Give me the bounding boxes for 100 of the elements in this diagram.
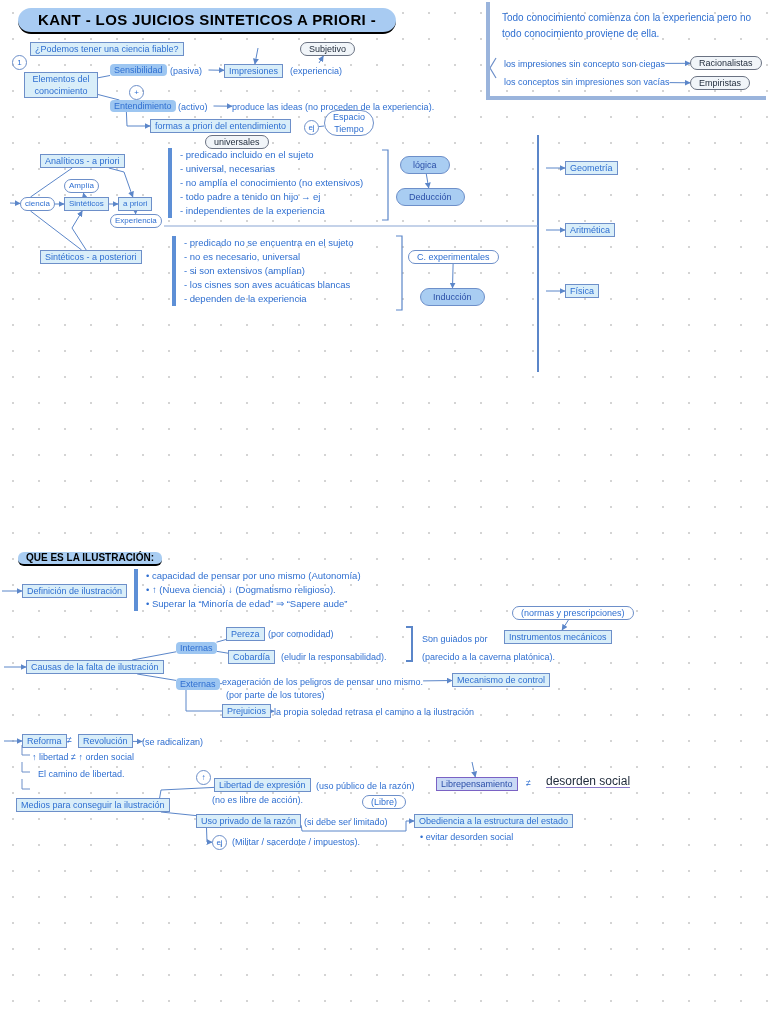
concept-box: Prejuicios <box>222 704 271 718</box>
arrow <box>9 200 21 207</box>
arrow <box>108 201 119 207</box>
oval-tag: ciencia <box>20 197 55 211</box>
arrow <box>206 827 213 845</box>
connector-line <box>97 94 120 101</box>
highlighted-tag: Entendimiento <box>110 100 176 112</box>
oval-tag: Experiencia <box>110 214 162 228</box>
concept-box: Aritmética <box>565 223 615 237</box>
note-text: Son guiados por <box>422 633 488 645</box>
concept-box: Uso privado de la razón <box>196 814 302 828</box>
note-text: los impresiones sin concepto son ciegas <box>504 58 666 70</box>
highlighted-tag: Sensibilidad <box>110 64 167 76</box>
side-note: (pasiva) <box>170 65 202 77</box>
arrow <box>71 210 87 251</box>
connector-line <box>136 673 177 681</box>
concept-box: ¿Podemos tener una ciencia fiable? <box>30 42 184 56</box>
oval-tag: Racionalistas <box>690 56 762 70</box>
arrow <box>669 79 691 86</box>
connector-line <box>131 651 177 661</box>
tag-text: Tiempo <box>334 123 364 135</box>
side-note: (experiencia) <box>290 65 343 77</box>
list-item-text: - todo padre a tenido un hijo → ej <box>180 190 322 204</box>
connector-line <box>219 683 223 685</box>
oval-tag: Amplía <box>64 179 99 193</box>
arrow <box>253 47 259 65</box>
arrow <box>3 738 23 744</box>
title-banner: KANT - LOS JUICIOS SINTETICOS A PRIORI - <box>18 8 397 34</box>
concept-box: Analíticos - a priori <box>40 154 125 168</box>
oval-tag: C. experimentales <box>408 250 499 264</box>
note-text: la propia soledad retrasa el camino a la ilustración <box>274 706 475 718</box>
arrow <box>664 60 691 67</box>
arrow <box>213 103 233 110</box>
note-text: (parecido a la caverna platónica). <box>422 651 556 663</box>
concept-box: Sintéticos - a posteriori <box>40 250 142 264</box>
note-text: los conceptos sin impresiones son vacías <box>504 76 670 88</box>
side-note: (si debe ser limitado) <box>304 816 388 828</box>
arrow <box>471 761 478 778</box>
connector-line <box>216 650 229 654</box>
note-text: ≠ <box>67 734 72 746</box>
list-item-text: - predicado incluido en el sujeto <box>180 148 315 162</box>
note-text: produce las ideas (no proceden de la experiencia). <box>232 101 435 113</box>
section-heading: QUE ES LA ILUSTRACIÓN: <box>18 552 162 566</box>
arrow <box>54 201 65 207</box>
side-note: (por comodidad) <box>268 628 334 640</box>
concept-box: Pereza <box>226 627 265 641</box>
concept-box: formas a priori del entendimiento <box>150 119 292 133</box>
arrow <box>545 227 566 233</box>
arrow <box>132 738 143 745</box>
side-note: (activo) <box>178 101 208 113</box>
arrow <box>268 708 275 715</box>
side-note: (por parte de los tutores) <box>226 689 325 701</box>
arrow <box>545 165 566 171</box>
side-note: (Militar / sacerdote / impuestos). <box>232 836 361 848</box>
concept-box: Libertad de expresión <box>214 778 311 792</box>
tag-text: Espacio <box>333 112 366 123</box>
concept-box: Instrumentos mecánicos <box>504 630 612 644</box>
arrow <box>208 67 225 74</box>
list-item-text: - los cisnes son aves acuáticas blancas <box>184 278 352 292</box>
oval-tag: Deducción <box>396 188 465 206</box>
concept-box: Definición de ilustración <box>22 584 128 598</box>
note-text: ≠ <box>526 777 531 789</box>
arrow <box>132 208 139 215</box>
side-note: (no es libre de acción). <box>212 794 304 806</box>
arrow <box>125 111 151 129</box>
connector-line <box>30 210 83 251</box>
concept-box: Geometría <box>565 161 618 175</box>
concept-box: Medios para conseguir la ilustración <box>16 798 170 812</box>
concept-box: Impresiones <box>224 64 284 78</box>
list-item-text: - si son extensivos (amplían) <box>184 264 306 278</box>
list-item-text: - predicado no se encuentra en el sujeto <box>184 236 355 250</box>
list-item-text: - no amplía el conocimiento (no extensivos) <box>180 176 365 190</box>
statement-text: Todo conocimiento comienza con la experiencia pero no todo conocimiento proviene de ella. <box>502 11 753 41</box>
side-note: (uso público de la razón) <box>316 780 415 792</box>
oval-tag: Subjetivo <box>300 42 356 56</box>
arrow <box>3 664 27 670</box>
note-text: desorden social <box>546 775 631 788</box>
oval-tag: universales <box>205 135 269 149</box>
arrow <box>81 192 88 199</box>
arrow <box>1 588 23 594</box>
arrow <box>422 677 453 684</box>
concept-box: Causas de la falta de ilustración <box>26 660 164 674</box>
highlighted-tag: Externas <box>176 678 220 690</box>
concept-box: Reforma <box>22 734 67 748</box>
arrow <box>300 818 415 832</box>
list-item-text: • ↑ (Nueva ciencia) ↓ (Dogmatismo religioso). <box>146 583 337 597</box>
connector-line <box>97 75 111 79</box>
oval-tag: Empiristas <box>690 76 750 90</box>
connector-line <box>159 786 215 799</box>
oval-tag: Inducción <box>420 288 485 306</box>
arrow <box>449 263 456 289</box>
highlighted-tag: Internas <box>176 642 217 654</box>
note-text: (se radicalizan) <box>142 736 204 748</box>
concept-box: a priori <box>118 197 153 211</box>
side-note: (eludir la responsabilidad). <box>281 651 387 663</box>
arrow <box>108 167 134 198</box>
arrow <box>561 619 569 631</box>
oval-tag: (normas y prescripciones) <box>512 606 634 620</box>
note-text: El camino de libertad. <box>38 768 125 780</box>
concept-box: Elementos del conocimiento <box>24 72 98 98</box>
